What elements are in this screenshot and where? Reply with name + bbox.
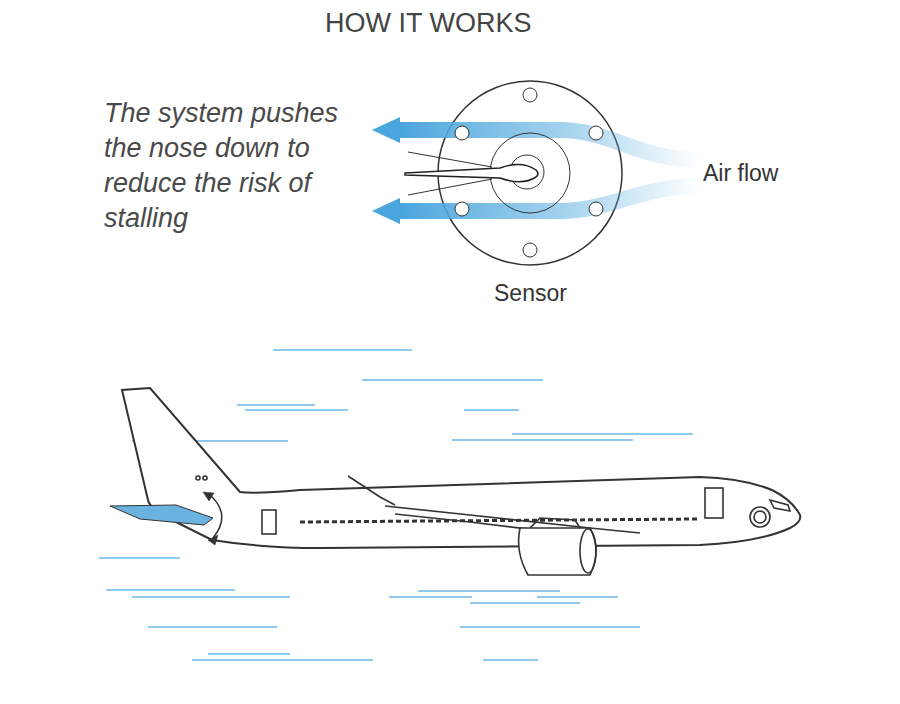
flow-label: Air flow (703, 160, 778, 187)
vane-edge (408, 179, 492, 195)
air-flow-arrowhead (372, 198, 400, 224)
bolt (523, 88, 537, 102)
bolt (455, 202, 469, 216)
vane-edge (408, 152, 492, 167)
bolt (455, 126, 469, 140)
air-flow-arrowhead (372, 117, 400, 143)
angle-vane (405, 164, 538, 181)
air-flow-band (400, 130, 700, 160)
sensor-drawing (372, 81, 700, 265)
callout-note: The system pushes the nose down to reduc… (104, 96, 354, 236)
sensor-label: Sensor (494, 280, 567, 307)
diagram-title: HOW IT WORKS (325, 8, 532, 39)
bolt (523, 243, 537, 257)
bolt (589, 126, 603, 140)
bolt (589, 202, 603, 216)
airplane (110, 388, 800, 575)
